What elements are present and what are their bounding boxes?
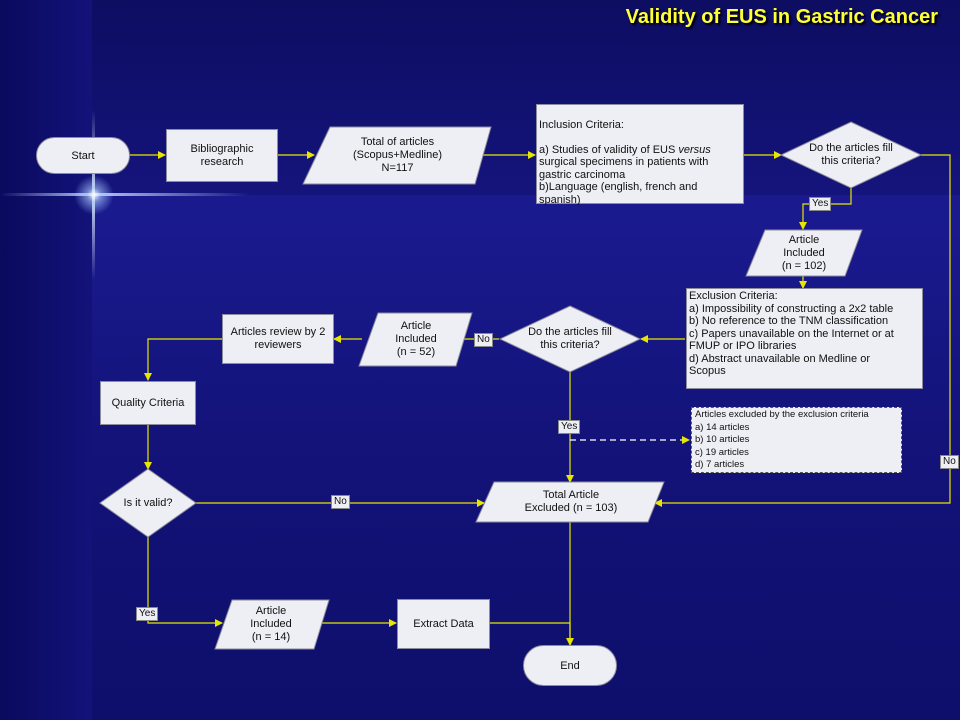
- inclusion-criteria-rest: surgical specimens in patients with gast…: [539, 156, 709, 206]
- slide-title: Validity of EUS in Gastric Cancer: [625, 6, 938, 28]
- yes-label-exclusion: Yes: [558, 420, 581, 434]
- excluded-breakdown-box: Articles excluded by the exclusion crite…: [691, 407, 902, 473]
- diamond-decision-inclusion: [779, 121, 923, 189]
- quality-criteria-box: Quality Criteria: [100, 381, 196, 425]
- excluded-103-label: Total Article Excluded (n = 103): [524, 489, 618, 514]
- connector-decision-no-right: [654, 154, 951, 507]
- inclusion-criteria-a: a) Studies of validity of EUS: [539, 143, 679, 156]
- data-shape-included-102: [745, 229, 863, 277]
- end-terminal: End: [523, 645, 617, 686]
- decision-exclusion-label: Do the articles fill this criteria?: [528, 326, 612, 351]
- total-articles-label: Total of articles (Scopus+Medline) N=117: [353, 136, 442, 174]
- connector-review-quality: [144, 338, 222, 381]
- extract-data-box: Extract Data: [397, 599, 490, 649]
- no-label-exclusion: No: [474, 333, 493, 347]
- data-shape-total-articles: [302, 126, 492, 185]
- articles-review-box: Articles review by 2 reviewers: [222, 314, 334, 364]
- inclusion-criteria-versus: versus: [678, 143, 711, 156]
- included-102-label: Article Included (n = 102): [781, 233, 827, 272]
- no-label-inclusion: No: [940, 455, 959, 469]
- bibliographic-research-box: Bibliographic research: [166, 129, 278, 182]
- inclusion-criteria-box: Inclusion Criteria: a) Studies of validit…: [536, 104, 744, 206]
- included-14-label: Article Included (n = 14): [250, 605, 292, 643]
- yes-label-inclusion: Yes: [809, 197, 832, 211]
- no-label-valid: No: [331, 495, 350, 509]
- light-flare-horizontal: [0, 193, 250, 196]
- data-shape-included-52: [358, 312, 473, 367]
- included-52-label: Article Included (n = 52): [395, 320, 437, 358]
- diamond-decision-exclusion: [498, 305, 642, 373]
- start-terminal: Start: [36, 137, 130, 174]
- data-shape-included-14: [214, 599, 330, 650]
- diamond-is-valid: [99, 468, 197, 538]
- exclusion-criteria-box: Exclusion Criteria: a) Impossibility of …: [686, 288, 923, 389]
- yes-label-valid: Yes: [136, 607, 159, 621]
- left-band: [0, 0, 92, 720]
- decision-inclusion-label: Do the articles fill this criteria?: [809, 142, 893, 167]
- is-valid-label: Is it valid?: [123, 496, 173, 509]
- connector-extract-end: [490, 622, 571, 645]
- data-shape-excluded-103: [475, 481, 665, 523]
- inclusion-criteria-title: Inclusion Criteria:: [539, 118, 624, 131]
- connector-valid-yes: [147, 537, 223, 627]
- light-flare-center: [74, 175, 114, 215]
